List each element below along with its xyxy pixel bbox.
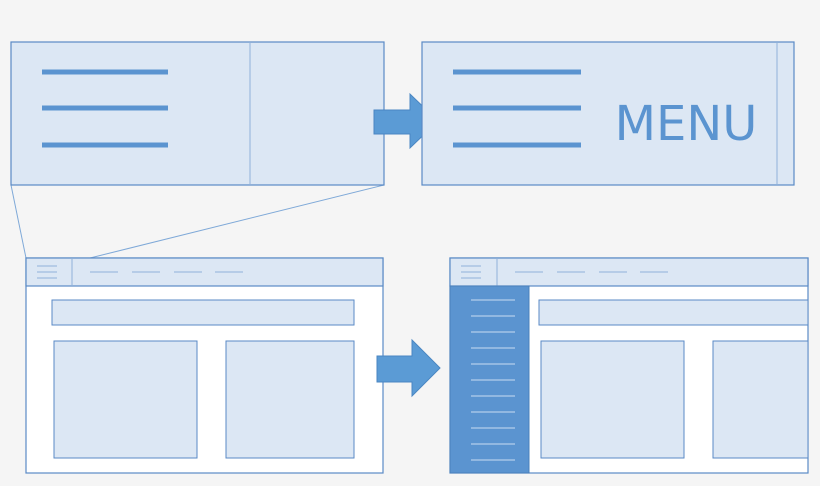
content-card xyxy=(53,340,198,459)
page-layout-before xyxy=(25,257,384,474)
header-bar xyxy=(449,257,809,287)
hamburger-icon[interactable] xyxy=(453,69,581,148)
content-card xyxy=(712,340,809,459)
banner-block xyxy=(538,299,809,326)
hamburger-icon[interactable] xyxy=(42,69,168,148)
content-card xyxy=(540,340,685,459)
hamburger-icon[interactable] xyxy=(37,265,57,279)
header-bar xyxy=(25,257,384,287)
sidebar-menu-items[interactable] xyxy=(471,299,515,461)
zoomed-menu-panel-before xyxy=(10,41,385,186)
zoomed-menu-panel-after: MENU xyxy=(421,41,795,186)
content-card xyxy=(225,340,355,459)
zoom-connector-lines xyxy=(10,184,385,259)
page-layout-after xyxy=(449,257,809,474)
arrow-right-icon xyxy=(376,338,441,398)
menu-label[interactable]: MENU xyxy=(615,96,758,152)
banner-block xyxy=(51,299,355,326)
hamburger-icon[interactable] xyxy=(461,265,481,279)
